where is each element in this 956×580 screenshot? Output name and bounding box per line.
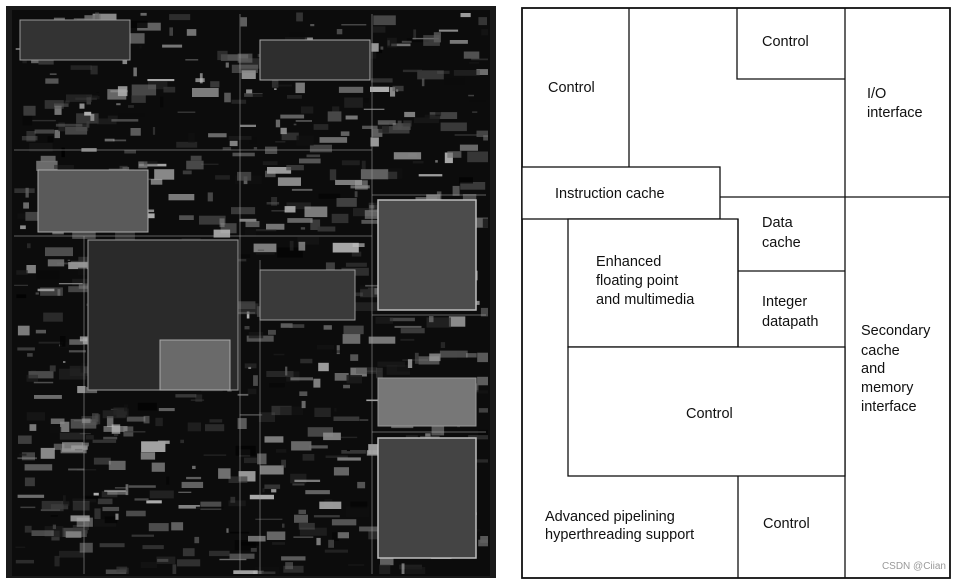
fp-multimedia-label: Enhanced floating point and multimedia <box>596 254 695 308</box>
control-middle-label: Control <box>686 406 733 422</box>
io-interface-label: I/O interface <box>867 86 923 121</box>
secondary-cache-label: Secondary cache and memory interface <box>861 323 934 415</box>
integer-datapath-label: Integer datapath <box>762 294 818 330</box>
control-top-center-label: Control <box>762 34 809 50</box>
control-bottom-label: Control <box>763 516 810 532</box>
data-cache-label: Data cache <box>762 215 801 251</box>
control-top-left-label: Control <box>548 80 595 96</box>
instruction-cache-label: Instruction cache <box>555 186 665 202</box>
die-grid-lines <box>14 14 486 574</box>
floorplan-diagram: Control Control I/O interface Instructio… <box>521 7 951 579</box>
watermark: CSDN @Ciian <box>881 561 946 572</box>
die-photo <box>6 6 496 578</box>
pipelining-label: Advanced pipelining hyperthreading suppo… <box>545 509 694 543</box>
die-large-blocks <box>19 19 477 559</box>
floorplan-partitions <box>521 8 950 578</box>
